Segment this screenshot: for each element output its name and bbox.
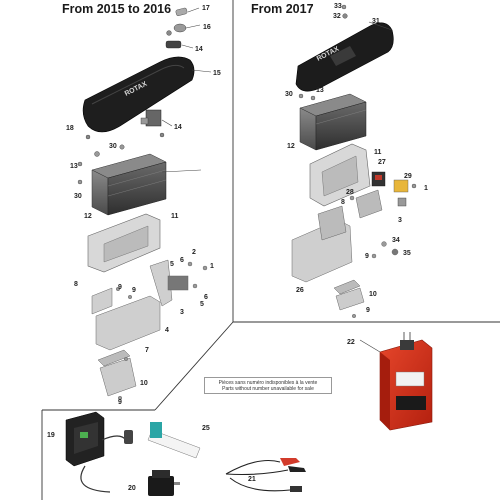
battery-tray-11-right [309,143,371,207]
callout-8: 8 [341,199,345,206]
power-supply-19 [65,411,133,493]
battery-12-left [77,144,167,216]
callout-numbers: 17 16 14 15 14 18 13 30 30 12 11 2 5 6 1… [47,3,428,492]
callout-28: 28 [346,189,354,196]
switch-parts-right [371,171,417,207]
callout-9: 9 [132,287,136,294]
callout-6: 6 [204,294,208,301]
callout-18: 18 [66,125,74,132]
top-small-parts-left [165,7,188,49]
callout-13: 13 [316,87,324,94]
callout-10: 10 [369,291,377,298]
callout-22: 22 [347,339,355,346]
battery-tray-11-left [87,213,161,273]
callout-6: 6 [180,257,184,264]
callout-10: 10 [140,380,148,387]
callout-17: 17 [202,5,210,12]
callout-9: 9 [118,284,122,291]
callout-8: 8 [74,281,78,288]
callout-9: 9 [118,399,122,406]
callout-9: 9 [366,307,370,314]
battery-cover-2015: ROTAX [82,56,195,133]
callout-29: 29 [404,173,412,180]
callout-30: 30 [109,143,117,150]
callout-14: 14 [174,124,182,131]
heading-2017: From 2017 [251,2,314,16]
note-line-fr: Pièces sans numéro indisponibles à la ve… [218,379,318,386]
callout-12: 12 [84,213,92,220]
callout-1: 1 [424,185,428,192]
availability-note: Pièces sans numéro indisponibles à la ve… [204,377,332,394]
callout-15: 15 [213,70,221,77]
note-line-en: Parts without number unavailable for sal… [222,386,314,392]
callout-9: 9 [365,253,369,260]
callout-26: 26 [296,287,304,294]
callout-12: 12 [287,143,295,150]
cable-clamps-21 [225,458,306,492]
frame-bracket-left [91,259,208,401]
callout-30: 30 [285,91,293,98]
plug-20 [148,470,180,496]
callout-30: 30 [74,193,82,200]
callout-5: 5 [170,261,174,268]
frame-bracket-right [291,189,399,319]
callout-3: 3 [180,309,184,316]
callout-31: 31 [372,18,380,25]
callout-13: 13 [70,163,78,170]
callout-4: 4 [165,327,169,334]
callout-33: 33 [334,3,342,10]
callout-21: 21 [248,476,256,483]
switch-block-left [85,109,165,140]
callout-leaders [161,7,393,353]
heading-2015-2016: From 2015 to 2016 [62,2,172,16]
callout-3: 3 [398,217,402,224]
callout-27: 27 [378,159,386,166]
callout-32: 32 [333,13,341,20]
tube-25 [147,422,201,459]
callout-2: 2 [192,249,196,256]
battery-12-right [298,93,367,151]
callout-35: 35 [403,250,411,257]
callout-16: 16 [203,24,211,31]
section-dividers [41,0,500,500]
callout-19: 19 [47,432,55,439]
callout-5: 5 [200,301,204,308]
callout-1: 1 [210,263,214,270]
callout-34: 34 [392,237,400,244]
callout-14: 14 [195,46,203,53]
callout-11: 11 [171,213,179,220]
callout-20: 20 [128,485,136,492]
callout-11: 11 [374,149,382,156]
charger-22 [379,332,433,431]
callout-7: 7 [145,347,149,354]
callout-25: 25 [202,425,210,432]
